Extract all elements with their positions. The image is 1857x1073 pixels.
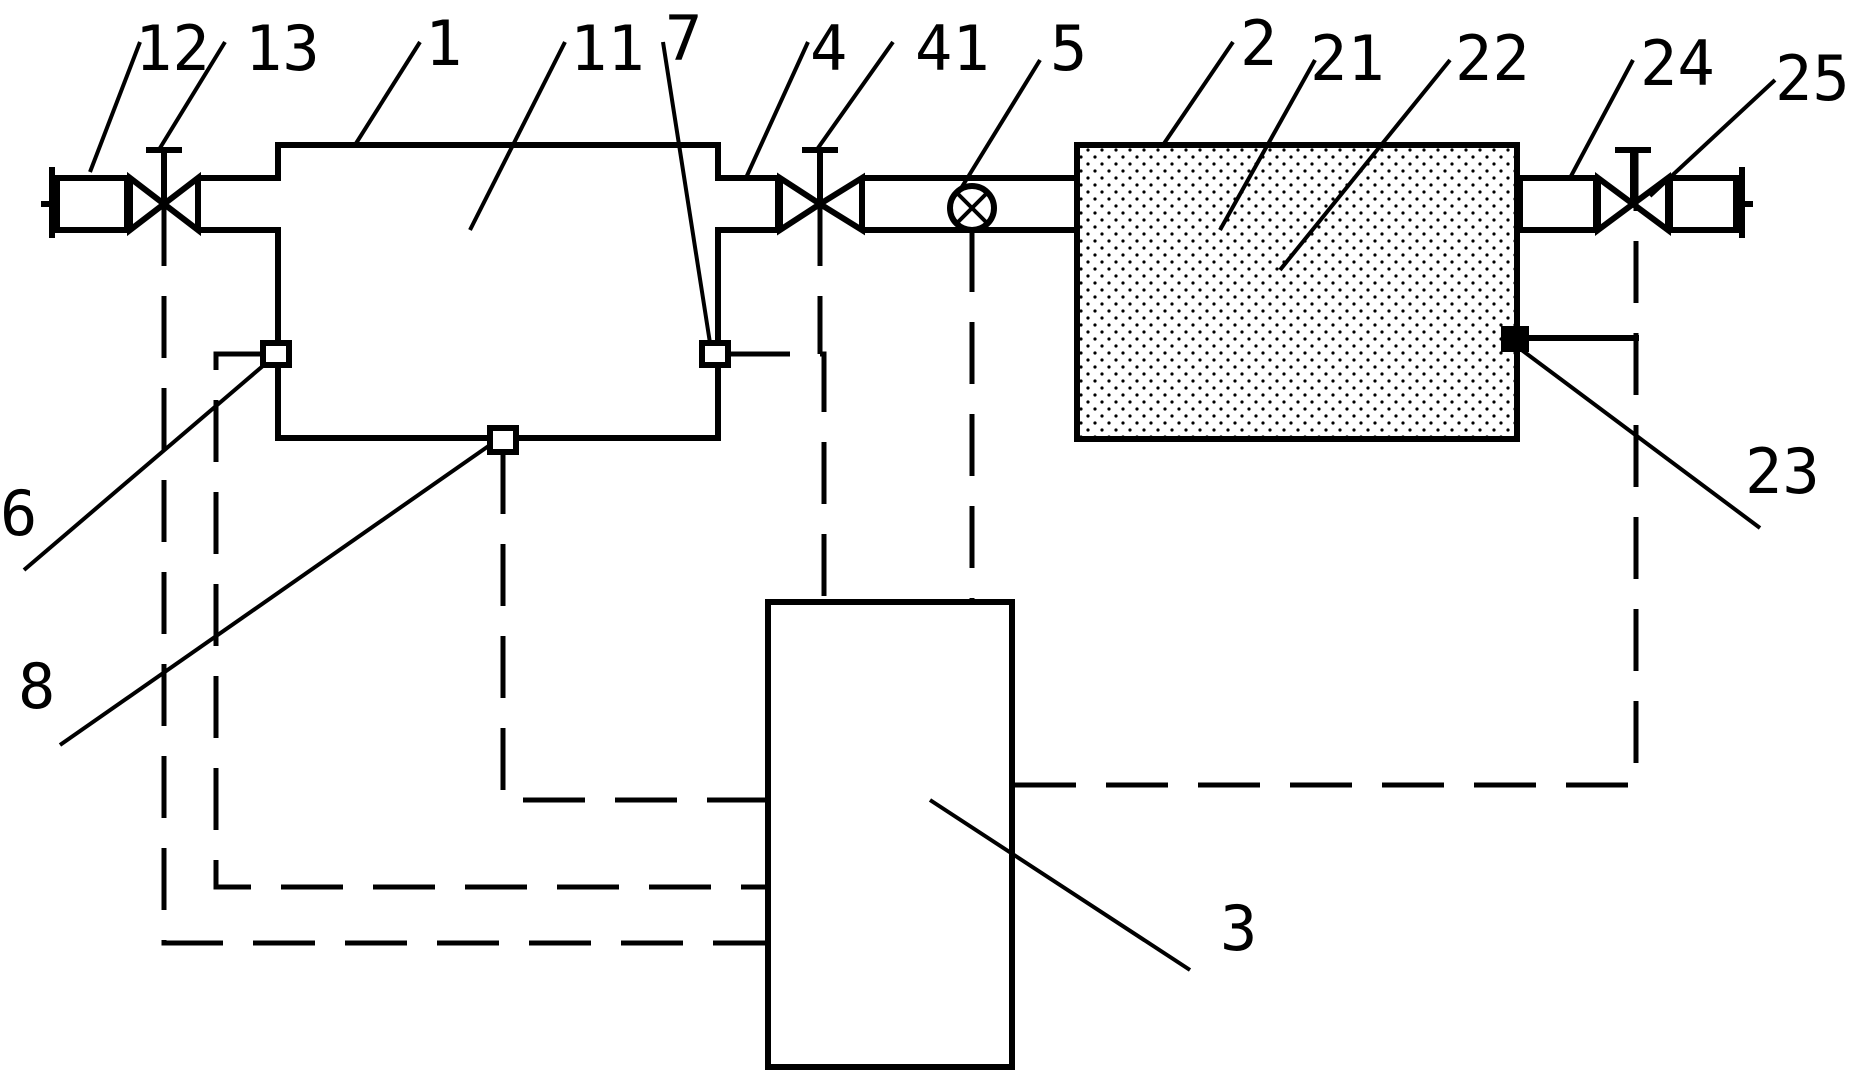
- leader-lines: [22, 40, 1777, 972]
- right-end-cap: [1667, 167, 1753, 238]
- flow-meter-5-icon: [947, 183, 997, 233]
- sensor-7-icon: [699, 340, 731, 368]
- control-wiring: [161, 150, 1639, 946]
- label-8: 8: [18, 650, 55, 723]
- label-22: 22: [1455, 22, 1530, 95]
- left-inlet-pipe: [41, 167, 130, 238]
- controller-3: [765, 599, 1015, 1070]
- label-25: 25: [1775, 42, 1850, 115]
- label-7: 7: [665, 2, 702, 75]
- label-1: 1: [425, 7, 462, 80]
- label-5: 5: [1050, 12, 1087, 85]
- label-6: 6: [0, 477, 37, 550]
- valve-41-icon[interactable]: [777, 147, 865, 236]
- tank-2: [1074, 142, 1520, 442]
- left-connector-pipe: [197, 142, 281, 233]
- label-11: 11: [570, 12, 645, 85]
- label-2: 2: [1240, 7, 1277, 80]
- connector-pipe-4: [741, 175, 781, 233]
- label-21: 21: [1310, 22, 1385, 95]
- label-23: 23: [1745, 435, 1820, 508]
- sensor-8-icon: [487, 425, 519, 455]
- label-3: 3: [1220, 892, 1257, 965]
- label-13: 13: [245, 12, 320, 85]
- valve-13-icon[interactable]: [127, 147, 201, 237]
- label-4: 4: [810, 12, 847, 85]
- right-outlet-pipe: [1517, 175, 1599, 233]
- label-41: 41: [915, 12, 990, 85]
- sensor-6-icon: [260, 340, 292, 368]
- tank-1: [275, 142, 747, 441]
- label-24: 24: [1640, 27, 1715, 100]
- label-12: 12: [135, 12, 210, 85]
